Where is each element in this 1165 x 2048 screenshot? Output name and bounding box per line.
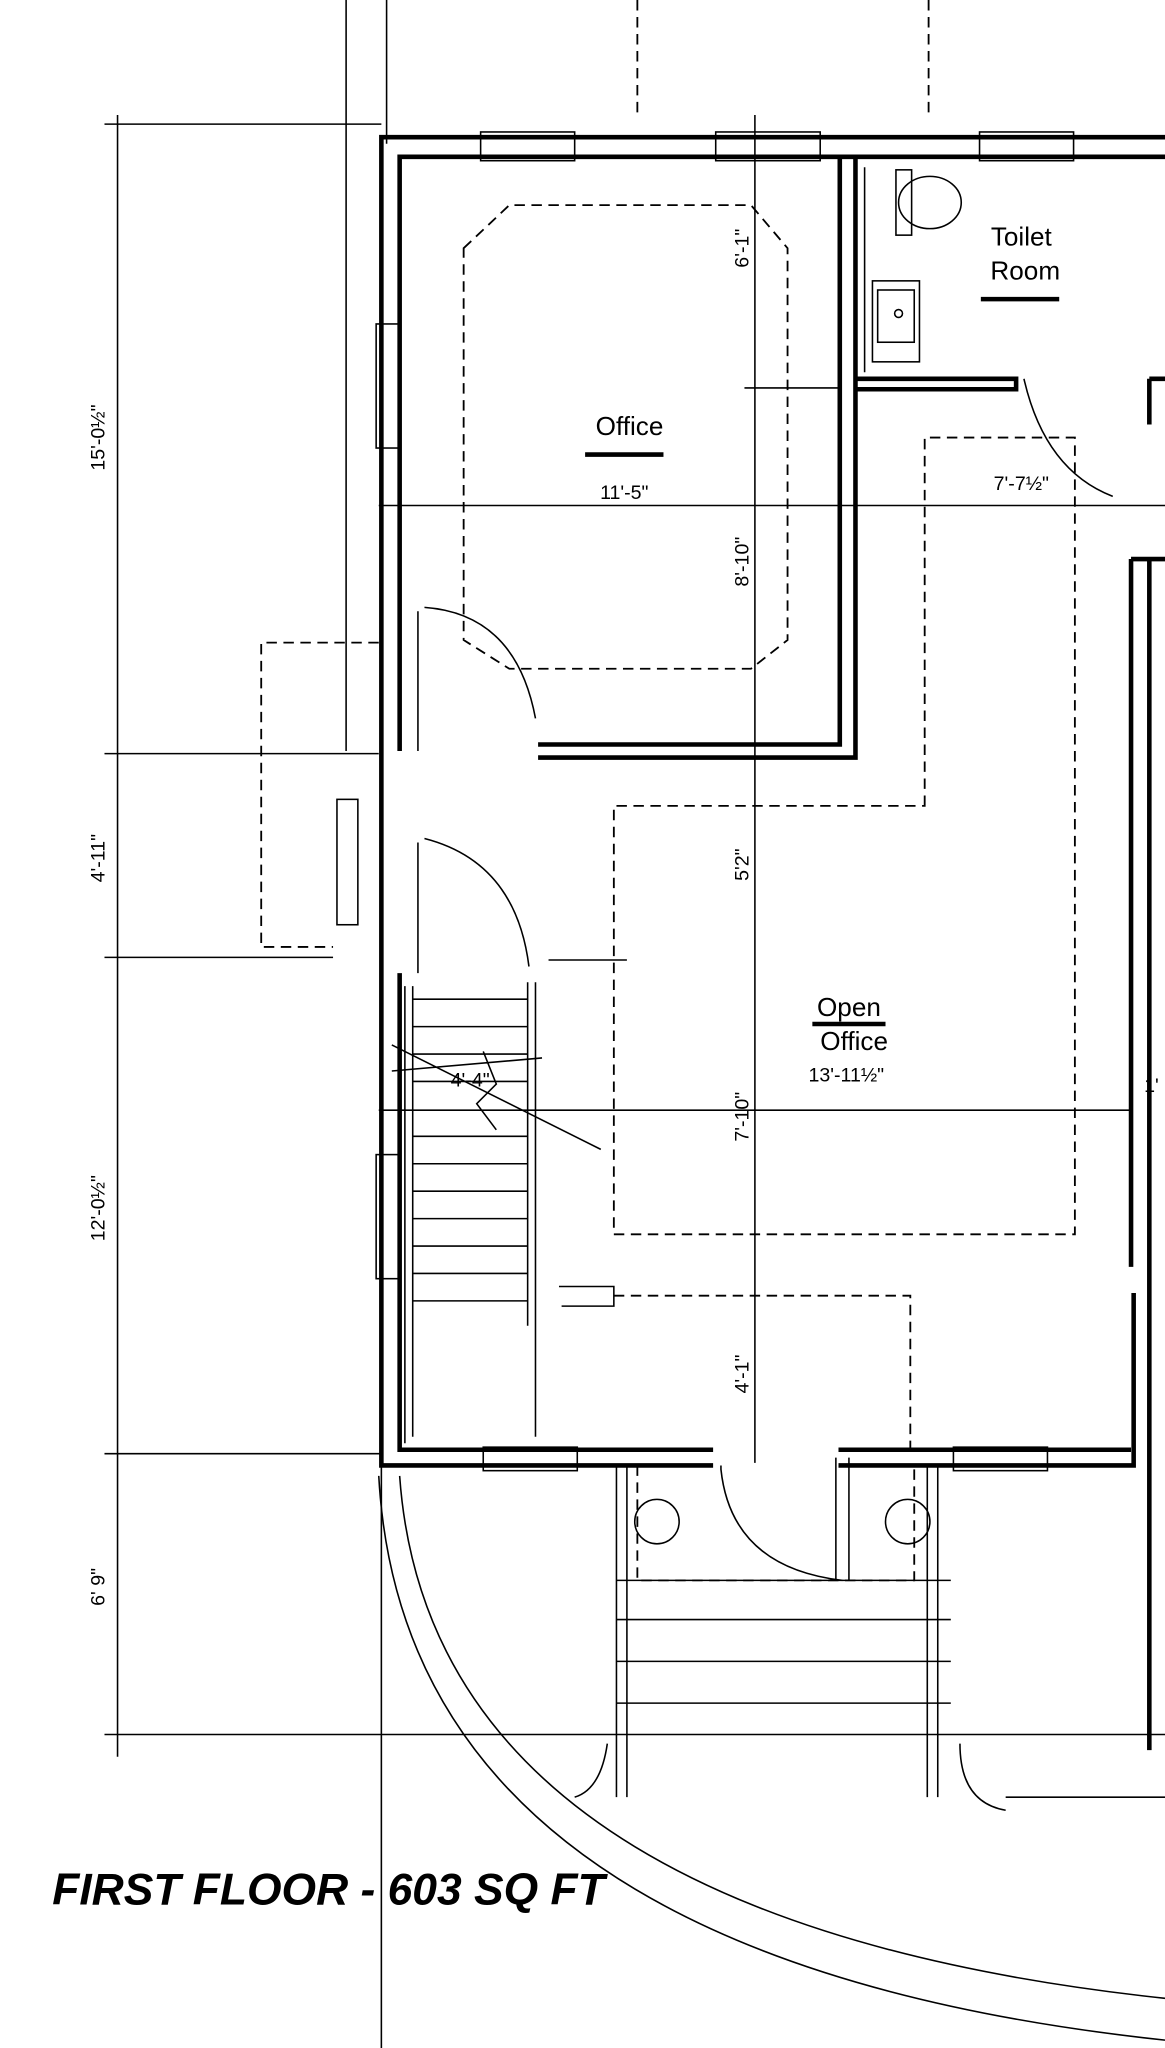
overall-dim-2: 4'-11" xyxy=(87,834,109,882)
office-upper-depth-dim: 6'-1" xyxy=(731,229,753,268)
toilet-width-dim: 7'-7½" xyxy=(994,473,1049,495)
office-label: Office xyxy=(596,411,664,441)
office-lower-depth-dim: 8'-10" xyxy=(731,537,753,587)
open-office-depth-lower: 4'-1" xyxy=(731,1354,753,1393)
open-office-label-2: Office xyxy=(820,1026,888,1056)
floor-title: FIRST FLOOR - 603 SQ FT xyxy=(52,1865,608,1914)
toilet-label-1: Toilet xyxy=(991,222,1053,252)
edge-dim: 1' xyxy=(1144,1075,1159,1097)
toilet-label-2: Room xyxy=(990,256,1060,286)
open-office-depth-middle: 7'-10" xyxy=(731,1092,753,1142)
open-office-label-1: Open xyxy=(817,992,881,1022)
interior-walls xyxy=(538,156,1019,760)
stairs xyxy=(391,959,627,1444)
overall-dimensions: 15'-0½" 4'-11" 12'-0½" 6' 9" xyxy=(87,404,109,1605)
room-labels: Office 11'-5" 6'-1" 8'-10" Toilet Room 7… xyxy=(451,222,1159,1394)
overall-dim-1: 15'-0½" xyxy=(87,404,109,470)
dimension-lines xyxy=(104,0,1165,2048)
porch xyxy=(615,1457,951,1798)
windows xyxy=(336,131,1075,1472)
exterior-walls xyxy=(379,134,1165,1751)
doors xyxy=(417,378,1114,1582)
open-office-width-dim: 13'-11½" xyxy=(809,1064,885,1086)
toilet-fixture xyxy=(895,169,963,236)
stair-dim: 4'-4" xyxy=(451,1070,490,1092)
sink-fixture xyxy=(871,280,921,363)
dashed-outlines xyxy=(260,0,1076,1450)
office-width-dim: 11'-5" xyxy=(600,482,648,504)
overall-dim-4: 6' 9" xyxy=(87,1568,109,1606)
overall-dim-3: 12'-0½" xyxy=(87,1175,109,1241)
open-office-depth-upper: 5'2" xyxy=(731,848,753,881)
